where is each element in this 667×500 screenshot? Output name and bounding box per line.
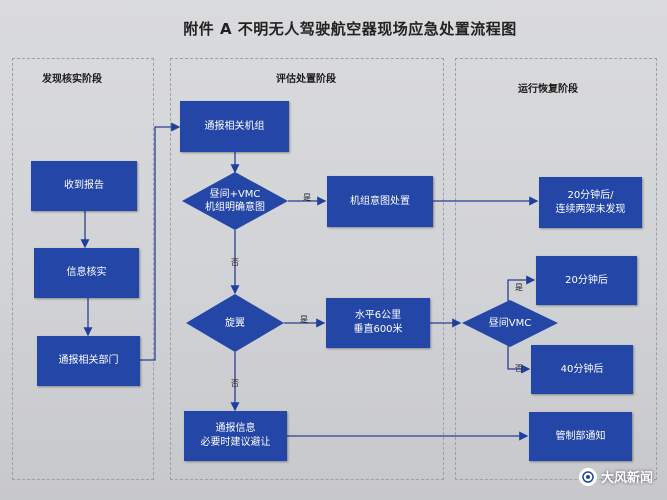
edge-label-vmc-no: 否 [515,364,523,373]
node-resume-20min-two-flights-text: 20分钟后/ 连续两架未发现 [555,189,626,215]
node-notify-info: 通报信息 必要时建议避让 [184,411,287,461]
node-horizontal-vertical: 水平6公里 垂直600米 [326,298,430,348]
stage-assess-label: 评估处置阶段 [276,74,336,85]
edge-departments-to-crew [140,122,181,361]
diamond-day-vmc [462,300,558,347]
node-control-notify: 管制部通知 [529,412,632,461]
node-horizontal-vertical-text: 水平6公里 垂直600米 [353,310,403,335]
page-title: 附件 A 不明无人驾驶航空器现场应急处置流程图 [183,20,517,38]
stage-discover-label: 发现核实阶段 [42,74,102,85]
node-crew-intent: 机组意图处置 [327,176,433,227]
node-notify-info-text: 通报信息 必要时建议避让 [200,423,271,448]
decision-day-vmc-intent-text: 昼间+VMC 机组明确意图 [205,189,265,213]
node-notify-departments: 通报相关部门 [37,336,140,386]
decision-day-vmc-text: 昼间VMC [488,317,532,329]
decision-day-vmc-intent-label: 昼间+VMC 机组明确意图 [190,186,280,216]
node-receive-report: 收到报告 [31,161,137,211]
watermark-text: 大风新闻 [600,471,653,486]
decision-rotor-label: 旋翼 [205,313,265,333]
watermark: 大风新闻 [578,467,653,486]
node-notify-crew: 通报相关机组 [180,101,289,152]
diamond-rotor [186,294,284,352]
node-after-40min: 40分钟后 [531,345,633,394]
stage-recover-label: 运行恢复阶段 [518,84,578,95]
news-logo-icon [578,467,597,486]
stage-recover-frame [455,58,657,480]
node-after-20min: 20分钟后 [536,256,637,305]
diamond-day-vmc-intent [182,172,288,230]
edge-vmc-no [507,344,531,374]
node-resume-20min-two-flights: 20分钟后/ 连续两架未发现 [539,177,642,228]
edge-label-decision1-no: 否 [231,258,239,267]
node-verify-info: 信息核实 [34,248,139,298]
decision-rotor-text: 旋翼 [225,317,245,329]
stage-discover-frame [12,58,154,480]
edge-label-decision1-yes: 是 [303,193,311,202]
edge-vmc-yes [507,275,536,303]
edge-label-vmc-yes: 是 [515,283,523,292]
decision-day-vmc-label: 昼间VMC [472,313,548,333]
edge-label-rotor-no: 否 [231,379,239,388]
stage-assess-frame [170,58,444,480]
edge-label-rotor-yes: 是 [300,315,308,324]
